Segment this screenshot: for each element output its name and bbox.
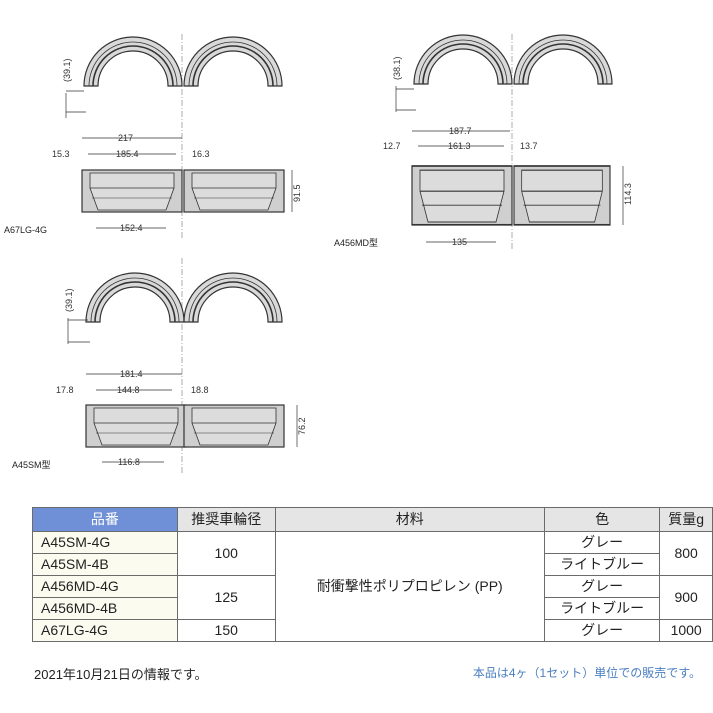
model-label-a45sm: A45SM型 [12,460,51,470]
sales-unit-note: 本品は4ヶ（1セット）単位での販売です。 [472,666,701,680]
svg-text:144.8: 144.8 [117,385,140,395]
model-label-a456md: A456MD型 [334,238,379,248]
svg-text:91.5: 91.5 [292,184,302,202]
header-model: 品番 [32,507,178,532]
model-cell: A45SM-4G [32,531,178,554]
mass-cell: 1000 [659,619,713,642]
model-cell: A456MD-4G [32,575,178,598]
color-cell: ライトブルー [543,553,661,576]
header-mass: 質量g [659,507,713,532]
mass-cell: 900 [659,575,713,620]
color-cell: グレー [543,531,661,554]
svg-text:(39.1): (39.1) [64,288,74,312]
model-label-a67lg: A67LG-4G [4,225,48,235]
svg-text:76.2: 76.2 [297,417,307,435]
svg-text:16.3: 16.3 [192,149,210,159]
model-cell: A456MD-4B [32,597,178,620]
svg-text:15.3: 15.3 [52,149,70,159]
svg-text:114.3: 114.3 [623,183,633,205]
model-cell: A45SM-4B [32,553,178,576]
mass-cell: 800 [659,531,713,576]
table-row: A45SM-4G 100 耐衝撃性ポリプロピレン (PP) グレー 800 [32,531,713,642]
material-cell: 耐衝撃性ポリプロピレン (PP) [274,531,545,642]
color-cell: グレー [543,575,661,598]
svg-text:135: 135 [452,237,467,247]
svg-text:185.4: 185.4 [116,149,139,159]
date-info-note: 2021年10月21日の情報です。 [34,667,208,682]
table-row: A456MD-4B ライトブルー [32,597,713,620]
table-header-row: 品番 推奨車輪径 材料 色 質量g [32,507,713,532]
drawing-a67lg: (39.1) 217 185.4 15.3 16.3 91.5 152.4 [52,34,302,240]
wheel-cell: 150 [176,619,276,642]
spec-table: 品番 推奨車輪径 材料 色 質量g A45SM-4G 100 耐衝撃性ポリプロピ… [32,507,713,642]
drawing-a45sm: (39.1) 181.4 144.8 17.8 18.8 76.2 116.8 [56,258,307,475]
model-cell: A67LG-4G [32,619,178,642]
svg-text:187.7: 187.7 [449,126,472,136]
header-color: 色 [543,507,661,532]
svg-text:181.4: 181.4 [120,369,143,379]
svg-text:(38.1): (38.1) [392,56,402,80]
table-row: A67LG-4G 150 グレー 1000 [32,619,713,642]
wheel-cell: 100 [176,531,276,576]
header-wheel: 推奨車輪径 [176,507,276,532]
color-cell: グレー [543,619,661,642]
svg-text:161.3: 161.3 [448,141,471,151]
svg-text:152.4: 152.4 [120,223,143,233]
header-material: 材料 [274,507,545,532]
svg-text:217: 217 [118,133,133,143]
wheel-cell: 125 [176,575,276,620]
svg-text:12.7: 12.7 [383,141,401,151]
color-cell: ライトブルー [543,597,661,620]
technical-drawings: (39.1) 217 185.4 15.3 16.3 91.5 152.4 (3… [52,34,633,475]
svg-text:116.8: 116.8 [118,457,140,467]
drawing-a456md: (38.1) 187.7 161.3 12.7 13.7 114.3 135 [383,34,633,250]
svg-text:18.8: 18.8 [191,385,209,395]
height-ref-label: (39.1) [62,58,72,82]
svg-text:17.8: 17.8 [56,385,74,395]
svg-text:13.7: 13.7 [520,141,538,151]
table-row: A456MD-4G 125 グレー 900 [32,575,713,620]
